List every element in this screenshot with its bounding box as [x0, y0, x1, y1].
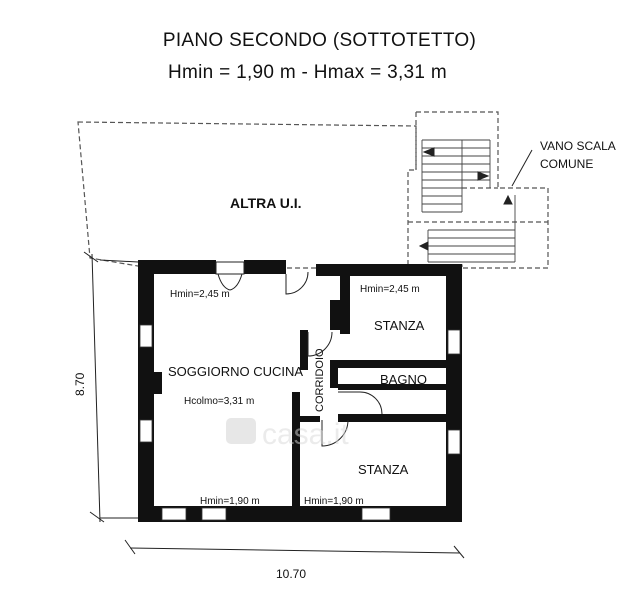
height-dimension: 8.70 [73, 372, 87, 396]
windows [139, 324, 461, 521]
vano-scala-label: VANO SCALA [540, 139, 616, 153]
vano-leader [511, 149, 533, 187]
plan-heights: Hmin = 1,90 m - Hmax = 3,31 m [167, 62, 447, 83]
hmin-soggiorno: Hmin=2,45 m [170, 289, 230, 300]
altra-ui-label: ALTRA U.I. [230, 195, 302, 211]
french-door [215, 261, 245, 291]
stair-outline [408, 111, 549, 269]
corridoio-label: CORRIDOIO [314, 348, 326, 412]
stair-arrows [418, 147, 513, 251]
vano-scala-label-2: COMUNE [540, 157, 593, 171]
watermark-text: casa.it [262, 418, 349, 451]
hmin-bottom-right: Hmin=1,90 m [304, 496, 364, 507]
hcolmo-label: Hcolmo=3,31 m [184, 396, 254, 407]
plan-title: PIANO SECONDO (SOTTOTETTO) [162, 30, 477, 51]
hmin-stanza-top: Hmin=2,45 m [360, 284, 420, 295]
soggiorno-cucina-label: SOGGIORNO CUCINA [168, 364, 303, 379]
stanza-top-label: STANZA [374, 318, 425, 333]
door-swings [285, 271, 383, 447]
stanza-bottom-label: STANZA [358, 462, 409, 477]
watermark: casa.it [226, 418, 349, 451]
dimension-lines [83, 251, 465, 559]
stair-treads [421, 139, 516, 263]
bagno-label: BAGNO [380, 372, 427, 387]
width-dimension: 10.70 [276, 567, 306, 581]
hmin-bottom-left: Hmin=1,90 m [200, 496, 260, 507]
